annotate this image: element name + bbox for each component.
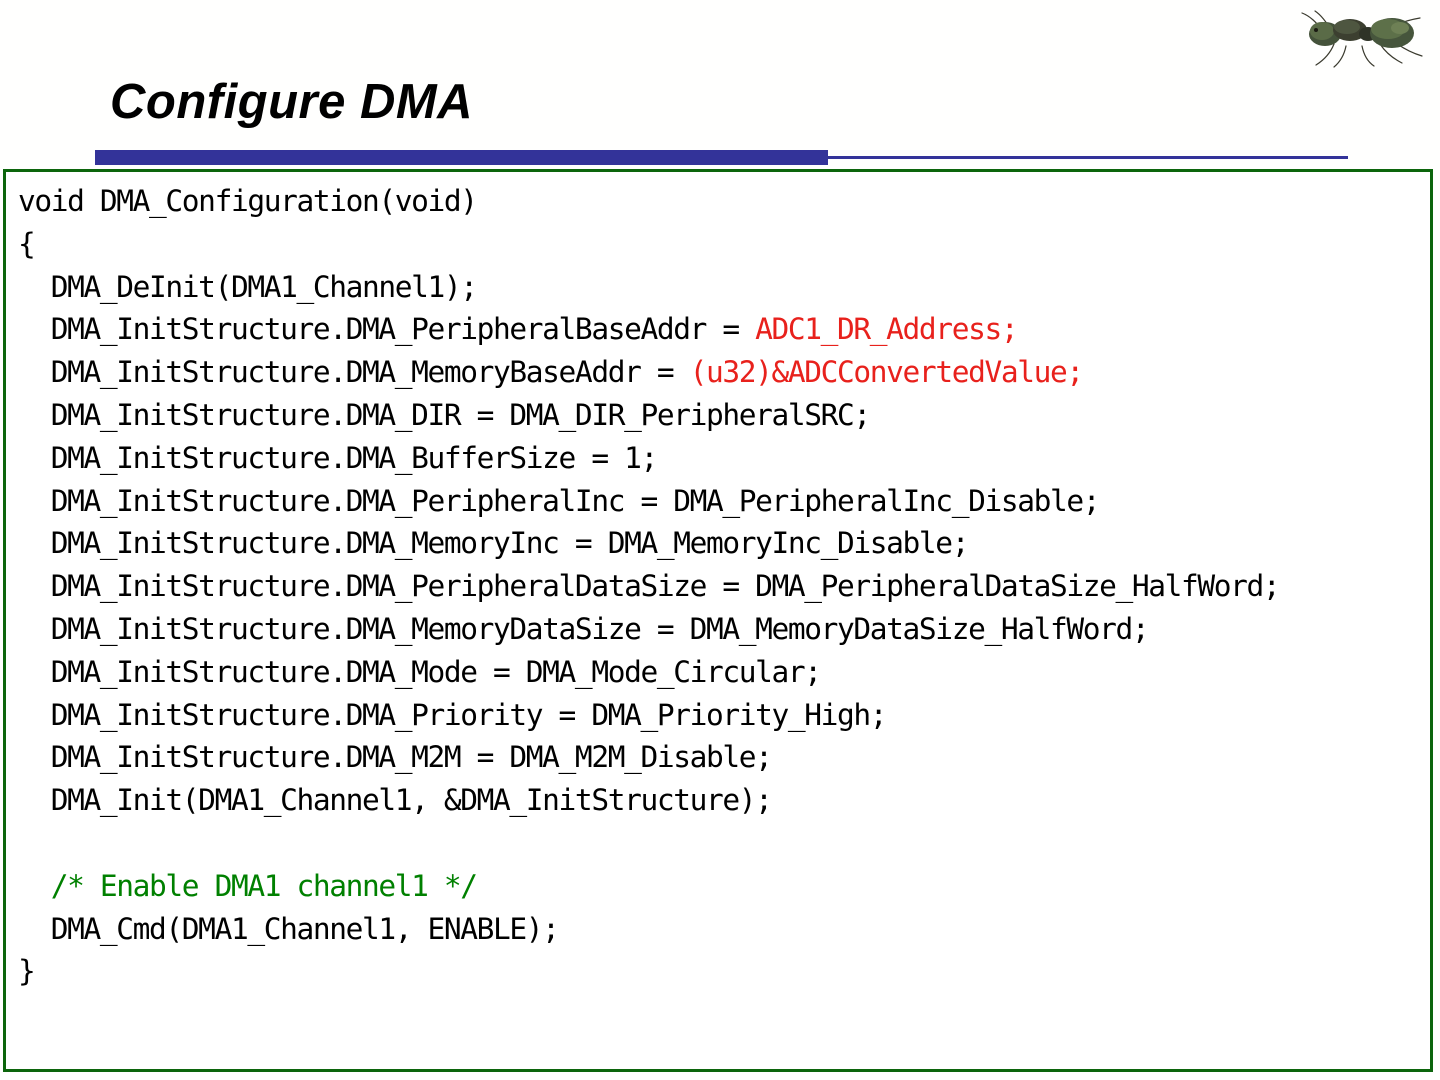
- code-text: }: [18, 954, 36, 989]
- code-block: void DMA_Configuration(void) { DMA_DeInit…: [3, 169, 1433, 1072]
- code-text: DMA_Init(DMA1_Channel1, &DMA_InitStructu…: [18, 783, 773, 818]
- code-token-red: ADC1_DR_Address;: [755, 312, 1018, 347]
- code-line: DMA_InitStructure.DMA_BufferSize = 1;: [18, 437, 1428, 480]
- code-line: DMA_Cmd(DMA1_Channel1, ENABLE);: [18, 908, 1428, 951]
- code-line: [18, 822, 1428, 865]
- code-line: DMA_Init(DMA1_Channel1, &DMA_InitStructu…: [18, 779, 1428, 822]
- code-text: void DMA_Configuration(void): [18, 184, 478, 218]
- code-line: DMA_InitStructure.DMA_M2M = DMA_M2M_Disa…: [18, 736, 1428, 779]
- code-text: [18, 869, 51, 903]
- code-text: DMA_InitStructure.DMA_M2M = DMA_M2M_Disa…: [18, 740, 773, 775]
- code-line: DMA_InitStructure.DMA_Mode = DMA_Mode_Ci…: [18, 651, 1428, 694]
- code-text: DMA_InitStructure.DMA_DIR = DMA_DIR_Peri…: [18, 397, 871, 432]
- code-line: DMA_InitStructure.DMA_DIR = DMA_DIR_Peri…: [18, 394, 1428, 437]
- code-text: DMA_DeInit(DMA1_Channel1);: [18, 269, 478, 304]
- code-text: DMA_InitStructure.DMA_PeripheralInc = DM…: [18, 483, 1101, 518]
- code-text: DMA_InitStructure.DMA_PeripheralDataSize…: [18, 569, 1281, 604]
- code-line: {: [18, 223, 1428, 266]
- code-text: DMA_InitStructure.DMA_PeripheralBaseAddr…: [18, 312, 756, 347]
- code-line: DMA_InitStructure.DMA_MemoryBaseAddr = (…: [18, 351, 1428, 394]
- code-text: DMA_Cmd(DMA1_Channel1, ENABLE);: [18, 911, 560, 946]
- code-text: {: [18, 226, 36, 261]
- code-text: DMA_InitStructure.DMA_Mode = DMA_Mode_Ci…: [18, 654, 822, 689]
- code-line: DMA_InitStructure.DMA_PeripheralInc = DM…: [18, 480, 1428, 523]
- code-line: /* Enable DMA1 channel1 */: [18, 865, 1428, 908]
- code-line: DMA_InitStructure.DMA_Priority = DMA_Pri…: [18, 694, 1428, 737]
- code-line: DMA_InitStructure.DMA_PeripheralDataSize…: [18, 565, 1428, 608]
- code-text: DMA_InitStructure.DMA_BufferSize = 1;: [18, 440, 658, 475]
- title-divider-bar: [95, 150, 828, 165]
- code-line: DMA_InitStructure.DMA_MemoryInc = DMA_Me…: [18, 522, 1428, 565]
- code-lines: void DMA_Configuration(void) { DMA_DeInit…: [18, 180, 1428, 993]
- code-text: DMA_InitStructure.DMA_MemoryInc = DMA_Me…: [18, 526, 970, 561]
- code-line: DMA_InitStructure.DMA_MemoryDataSize = D…: [18, 608, 1428, 651]
- ant-logo-icon: [1288, 6, 1436, 68]
- code-line: }: [18, 950, 1428, 993]
- code-line: DMA_DeInit(DMA1_Channel1);: [18, 266, 1428, 309]
- code-line: DMA_InitStructure.DMA_PeripheralBaseAddr…: [18, 308, 1428, 351]
- code-comment: /* Enable DMA1 channel1 */: [50, 868, 478, 903]
- code-text: [18, 826, 34, 860]
- code-text: DMA_InitStructure.DMA_MemoryBaseAddr =: [18, 355, 690, 390]
- page-title: Configure DMA: [110, 75, 474, 129]
- code-token-red: (u32)&ADCConvertedValue;: [689, 355, 1085, 390]
- code-line: void DMA_Configuration(void): [18, 180, 1428, 223]
- code-text: DMA_InitStructure.DMA_Priority = DMA_Pri…: [18, 697, 888, 732]
- code-text: DMA_InitStructure.DMA_MemoryDataSize = D…: [18, 611, 1150, 646]
